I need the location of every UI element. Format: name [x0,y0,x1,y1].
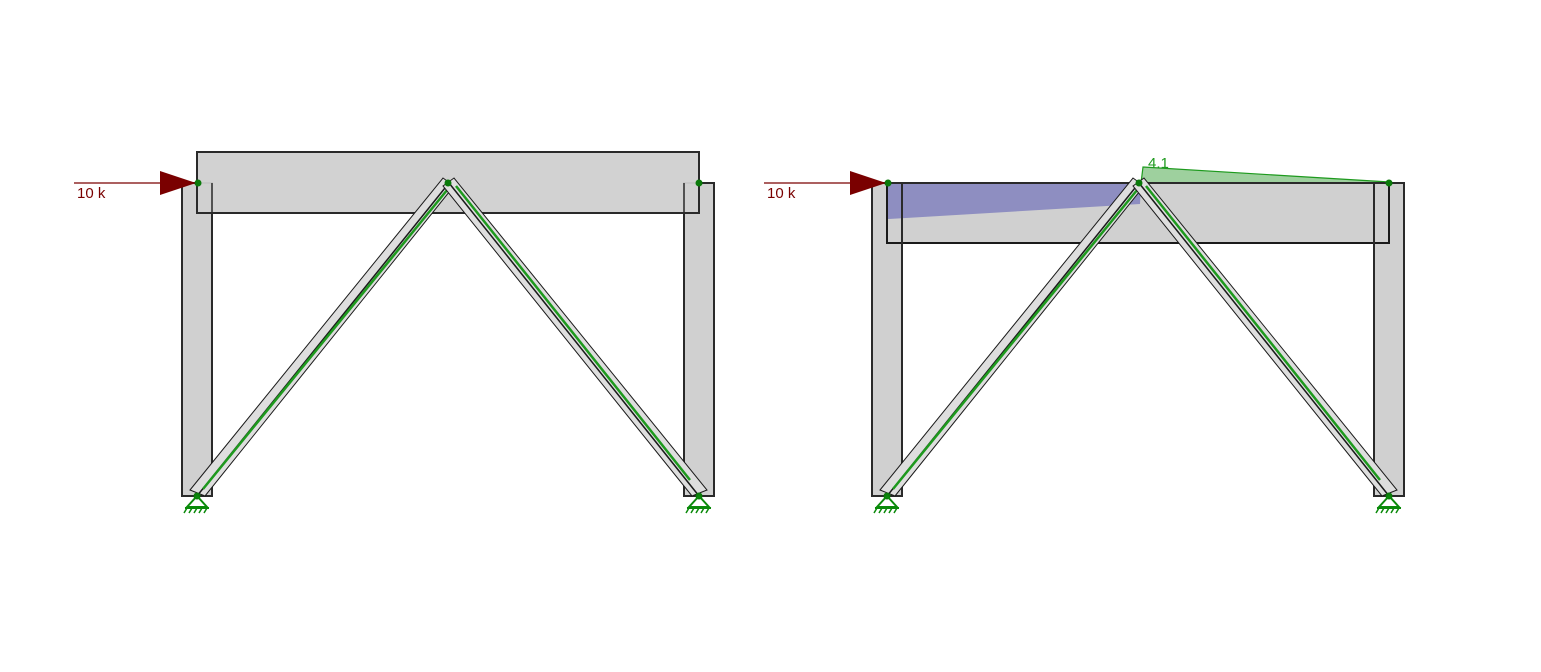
right-frame: 4.1 10 k [764,155,1405,514]
point-load-arrow-icon[interactable] [74,171,196,195]
left-column-left[interactable] [181,182,213,497]
left-brace-2[interactable] [442,177,708,497]
load-label: 10 k [767,185,796,202]
moment-diagram-negative [888,184,1141,219]
node[interactable] [1385,179,1393,187]
moment-diagram-positive [1140,166,1390,184]
node[interactable] [695,179,703,187]
point-load-arrow-icon[interactable] [764,171,886,195]
node[interactable] [884,179,892,187]
left-brace-1[interactable] [189,177,455,497]
node[interactable] [1135,179,1143,187]
left-column-right[interactable] [683,182,715,497]
left-frame: 10 k [74,151,715,514]
diagram-value-label: 4.1 [1148,155,1169,172]
node[interactable] [194,179,202,187]
load-label: 10 k [77,185,106,202]
node[interactable] [444,179,452,187]
